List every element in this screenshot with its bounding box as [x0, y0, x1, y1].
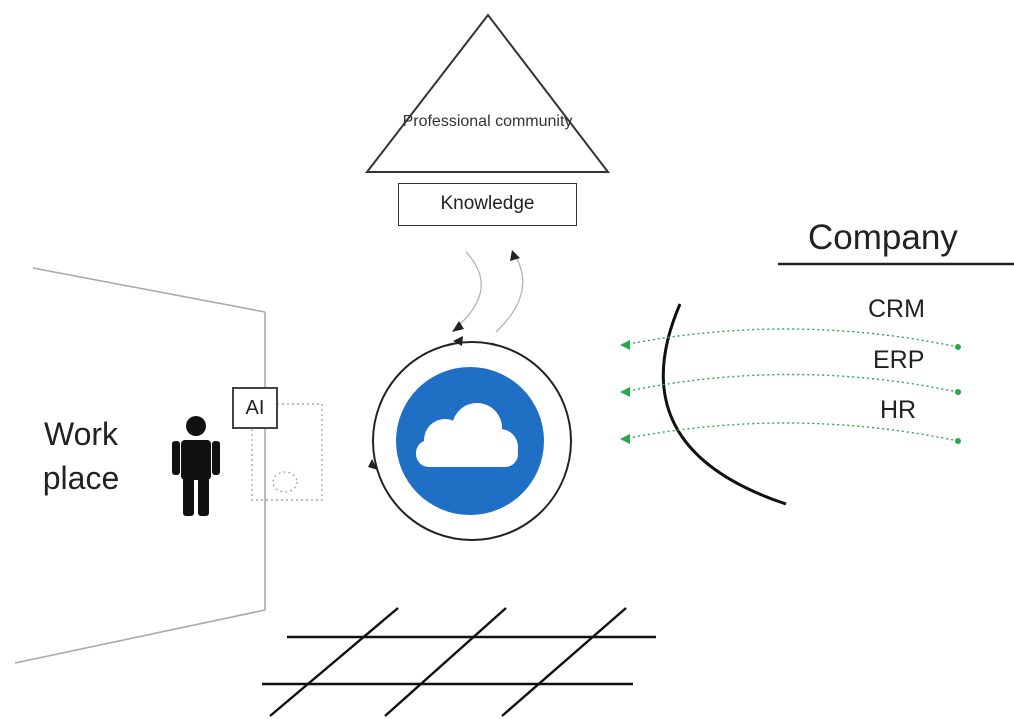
device-icon: [251, 403, 323, 501]
data-flows: [623, 328, 959, 442]
person-icon: [172, 416, 220, 516]
cloud-cycle-ring: [372, 341, 572, 541]
knowledge-exchange-arrows: [457, 251, 524, 333]
company-label: Company: [808, 218, 958, 257]
cycle-arrow-head-top: [453, 336, 463, 346]
knowledge-box: Knowledge: [398, 183, 577, 226]
workplace-label: Work place: [26, 412, 136, 500]
ai-box: AI: [232, 387, 278, 429]
arrow-head-down: [452, 321, 464, 332]
professional-community-label: Professional community: [402, 113, 573, 130]
cloud-icon: [416, 403, 518, 467]
data-flow-crm: [623, 328, 959, 348]
network-grid: [262, 607, 656, 717]
cycle-arrow-head-left: [368, 459, 378, 470]
data-flow-arrowheads: [620, 340, 961, 444]
system-label-hr: HR: [880, 396, 917, 424]
workplace-walls: [14, 267, 266, 664]
professional-community-triangle: [364, 13, 611, 173]
system-label-crm: CRM: [868, 295, 925, 323]
arrow-head-up: [510, 250, 520, 261]
workplace-label-text: Work place: [42, 416, 120, 496]
data-flow-hr: [623, 422, 959, 442]
company-boundary-curve: [661, 303, 787, 506]
system-label-erp: ERP: [873, 346, 925, 374]
data-flow-erp: [623, 373, 959, 393]
